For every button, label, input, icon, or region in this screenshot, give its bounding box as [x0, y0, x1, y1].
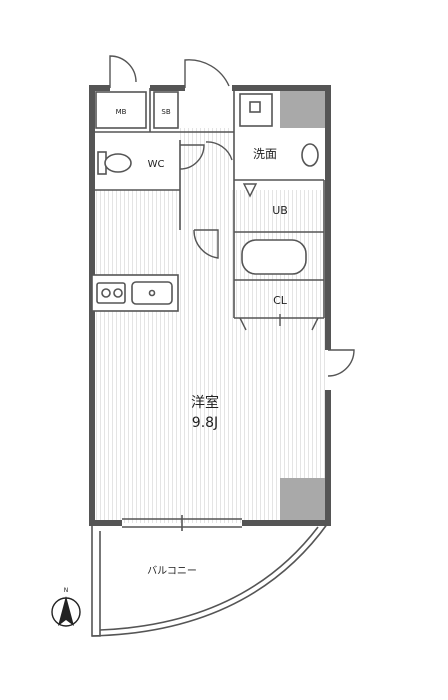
main-room-size: 9.8J	[192, 415, 218, 431]
entry-floor	[180, 128, 230, 228]
balcony-curve	[91, 522, 329, 637]
sink-drain	[148, 289, 156, 297]
side-door	[327, 349, 355, 377]
stove	[96, 282, 126, 304]
entrance-door-2	[184, 59, 230, 88]
balcony-outline	[91, 523, 101, 637]
sb-label: SB	[161, 108, 170, 116]
sb-box	[153, 91, 179, 129]
mb-box	[95, 91, 147, 129]
burner-1	[101, 288, 111, 298]
drain-mark	[249, 101, 261, 113]
interior-walls	[92, 88, 325, 319]
toilet-bowl	[104, 153, 132, 173]
closet-doors	[239, 314, 319, 331]
triangle-marker	[242, 183, 258, 198]
compass-arrow-icon	[58, 596, 74, 626]
room-door	[193, 229, 219, 259]
main-room-name: 洋室	[191, 394, 219, 411]
balcony-label: バルコニー	[147, 565, 197, 577]
compass-north-label: N	[64, 587, 69, 594]
cl-label: CL	[273, 294, 288, 307]
wc-label: WC	[148, 159, 165, 170]
washbasin	[301, 143, 319, 167]
washroom-door	[205, 141, 233, 161]
bathtub	[241, 239, 307, 275]
north-compass: N	[51, 587, 81, 627]
mb-label: MB	[116, 108, 127, 116]
pipe-shaft-top-right	[280, 88, 328, 128]
burner-2	[113, 288, 123, 298]
wc-door	[179, 144, 205, 170]
balcony-window	[122, 515, 242, 531]
entrance-door	[109, 55, 137, 88]
washroom-label: 洗面	[253, 147, 277, 161]
ub-label: UB	[272, 204, 288, 217]
pipe-shaft-bottom-right	[280, 478, 328, 523]
